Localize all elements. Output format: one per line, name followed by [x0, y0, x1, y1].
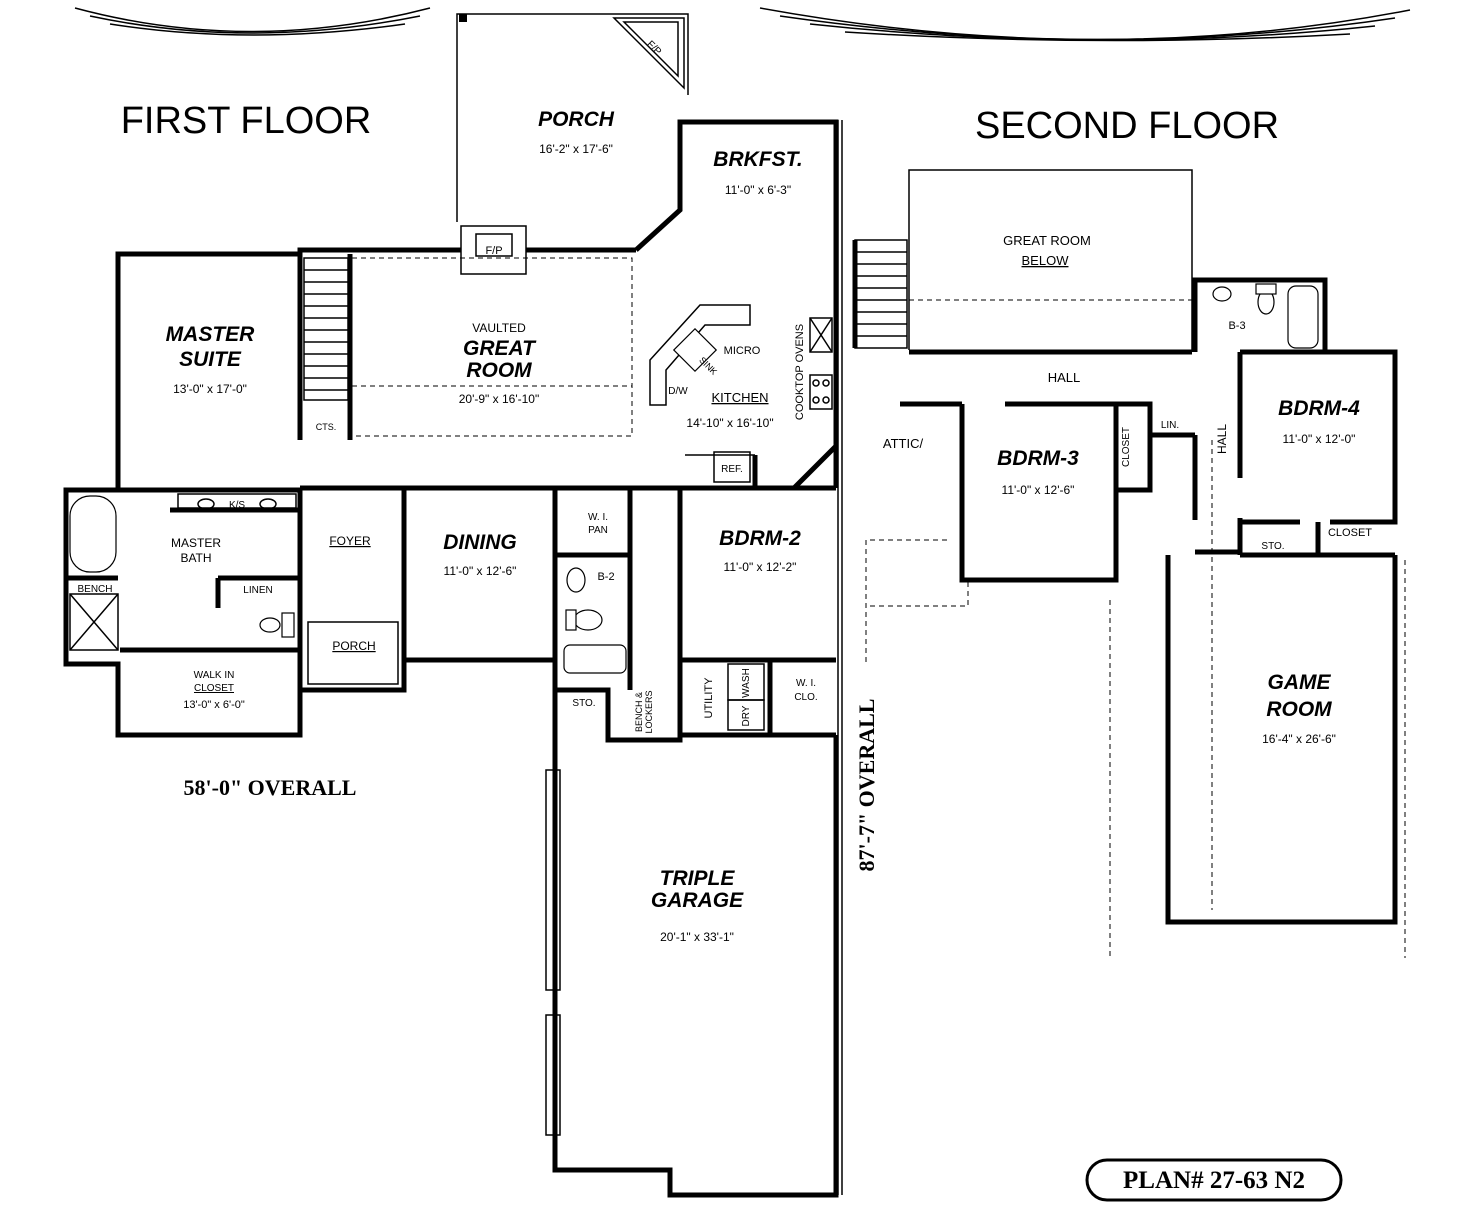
overall-depth-label: 87'-7" OVERALL — [854, 699, 879, 872]
walk-in-closet-line2: CLOSET — [194, 683, 234, 694]
wi-closet-line1: W. I. — [796, 678, 816, 689]
great-room-below-line2: BELOW — [1022, 253, 1070, 268]
foyer-label: FOYER — [329, 534, 371, 548]
walk-in-closet-line1: WALK IN — [194, 670, 235, 681]
roof-edge-right — [759, 7, 1411, 42]
wi-closet-line2: CLO. — [794, 692, 817, 703]
second-floor-closet-label: CLOSET — [1328, 527, 1372, 539]
bench-lockers-line2: LOCKERS — [644, 690, 654, 733]
bedroom-4-dims: 11'-0" x 12'-0" — [1283, 432, 1356, 446]
dining-dims: 11'-0" x 12'-6" — [444, 564, 517, 578]
master-suite-label-line2: SUITE — [179, 348, 242, 371]
wi-pantry-line2: PAN — [588, 525, 608, 536]
kitchen-label: KITCHEN — [711, 390, 768, 405]
hall-label: HALL — [1048, 370, 1081, 385]
master-suite-label-line1: MASTER — [166, 323, 256, 346]
dishwasher-label: D/W — [668, 386, 688, 397]
wi-pantry-line1: W. I. — [588, 512, 608, 523]
game-room-dims: 16'-4" x 26'-6" — [1262, 732, 1336, 746]
front-porch — [307, 621, 399, 685]
bedroom-3-dims: 11'-0" x 12'-6" — [1002, 483, 1075, 497]
breakfast-label: BRKFST. — [713, 148, 802, 171]
bedroom-3-label: BDRM-3 — [997, 447, 1079, 470]
game-room-label-line1: GAME — [1268, 671, 1332, 694]
bench-lockers-line1: BENCH & — [634, 692, 644, 732]
micro-label: MICRO — [724, 345, 761, 357]
great-room-below-line1: GREAT ROOM — [1003, 233, 1091, 248]
dining-label: DINING — [443, 531, 517, 554]
great-room-label-line1: GREAT — [463, 337, 537, 360]
kitchen-dims: 14'-10" x 16'-10" — [686, 416, 773, 430]
great-room-label-line2: ROOM — [466, 359, 532, 382]
storage-label: STO. — [572, 698, 595, 709]
ref-label: REF. — [721, 464, 743, 475]
great-room-prefix: VAULTED — [472, 321, 526, 335]
cooktop-ovens-label: COOKTOP OVENS — [794, 324, 806, 420]
bedroom-2-label: BDRM-2 — [719, 527, 801, 550]
plan-number-label: PLAN# 27-63 N2 — [1123, 1167, 1305, 1194]
breakfast-dims: 11'-0" x 6'-3" — [725, 183, 791, 197]
plan-number-badge: PLAN# 27-63 N2 — [1085, 1158, 1343, 1202]
cts-label: CTS. — [316, 422, 337, 432]
master-bath-label-line1: MASTER — [171, 536, 221, 550]
overall-width-label: 58'-0" OVERALL — [184, 775, 357, 800]
master-bath-label-line2: BATH — [180, 551, 211, 565]
second-floor-walls — [852, 169, 1406, 958]
laundry-fixtures — [727, 663, 765, 731]
great-room-fireplace-label: F/P — [485, 245, 502, 257]
bath-2-fixtures — [563, 567, 627, 674]
rear-porch — [456, 13, 689, 222]
bath-3-fixtures — [1212, 283, 1319, 349]
bedroom-4-label: BDRM-4 — [1278, 397, 1360, 420]
garage-label-line1: TRIPLE — [660, 867, 736, 890]
master-bath-fixtures — [69, 493, 297, 651]
ks-label: K/S — [229, 500, 245, 511]
utility-label: UTILITY — [703, 677, 715, 719]
linen-closet-label: LIN. — [1161, 420, 1179, 431]
game-room-label-line2: ROOM — [1266, 698, 1332, 721]
roof-edge-left — [74, 7, 431, 36]
great-room-dims: 20'-9" x 16'-10" — [459, 392, 539, 406]
rear-porch-dims: 16'-2" x 17'-6" — [539, 142, 613, 156]
walk-in-closet-dims: 13'-0" x 6'-0" — [183, 699, 245, 711]
master-suite-dims: 13'-0" x 17'-0" — [173, 382, 247, 396]
front-porch-label: PORCH — [332, 639, 375, 653]
kitchen-fixtures — [649, 304, 833, 483]
great-room-vault-outline — [351, 257, 633, 437]
garage-label-line2: GARAGE — [651, 889, 744, 912]
first-floor-heading: FIRST FLOOR — [121, 100, 372, 142]
bench-label: BENCH — [77, 584, 112, 595]
first-floor-walls — [63, 119, 843, 1198]
bath-2-label: B-2 — [597, 571, 614, 583]
bedroom-2-dims: 11'-0" x 12'-2" — [724, 560, 797, 574]
attic-label: ATTIC/ — [883, 436, 924, 451]
hall-vertical-label: HALL — [1215, 424, 1229, 454]
second-floor-heading: SECOND FLOOR — [975, 105, 1279, 147]
garage-dims: 20'-1" x 33'-1" — [660, 930, 734, 944]
bath-3-label: B-3 — [1228, 320, 1245, 332]
porch-fireplace-label: F/P — [644, 39, 663, 58]
dryer-label: DRY — [741, 705, 752, 726]
linen-label: LINEN — [243, 585, 272, 596]
closet-vertical-label: CLOSET — [1121, 427, 1132, 467]
rear-porch-label: PORCH — [538, 108, 615, 131]
stair-treads — [303, 257, 349, 401]
washer-label: WASH — [741, 668, 752, 698]
second-floor-storage-label: STO. — [1261, 541, 1284, 552]
